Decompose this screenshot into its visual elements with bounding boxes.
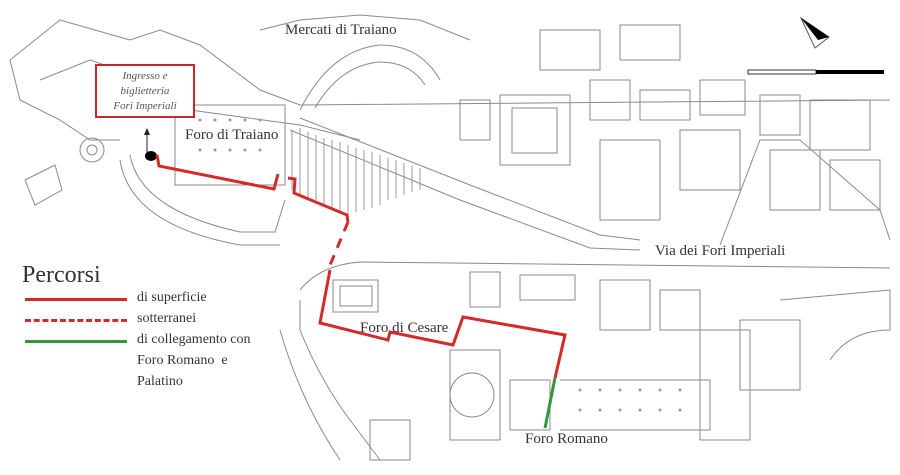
legend-item-link-cont-1: Foro Romano e	[22, 352, 312, 373]
label-foro-romano: Foro Romano	[525, 431, 608, 447]
legend-item-link-cont-2: Palatino	[22, 373, 312, 394]
legend-swatch-solid-green	[25, 340, 127, 343]
route-underground	[326, 221, 350, 271]
legend-label: di superficie	[137, 290, 207, 305]
label-mercati-di-traiano: Mercati di Traiano	[285, 22, 397, 38]
entrance-marker	[144, 128, 157, 161]
entrance-line-1: Ingresso e	[122, 70, 168, 82]
label-via-dei-fori-imperiali: Via dei Fori Imperiali	[655, 243, 786, 259]
entrance-line-3: Fori Imperiali	[113, 100, 177, 112]
scale-bar	[747, 69, 884, 75]
route-link-foro-romano	[543, 377, 557, 429]
label-foro-di-cesare: Foro di Cesare	[360, 320, 449, 336]
legend-label-cont-2: Palatino	[137, 374, 183, 389]
label-foro-di-traiano: Foro di Traiano	[185, 127, 279, 143]
legend-label-cont-1: Foro Romano e	[137, 353, 228, 368]
route-surface-cesare	[318, 269, 567, 379]
legend-swatch-dashed-red	[25, 319, 127, 322]
north-arrow-icon	[799, 16, 830, 49]
legend-swatch-solid-red	[25, 298, 127, 301]
route-surface-mercati	[287, 176, 350, 223]
entrance-ticket-box: Ingresso e biglietteria Fori Imperiali	[95, 64, 195, 118]
entrance-line-2: biglietteria	[120, 85, 170, 97]
legend: Percorsi di superficie sotterranei di co…	[22, 262, 312, 394]
legend-item-underground: sotterranei	[22, 310, 312, 331]
legend-item-link: di collegamento con	[22, 331, 312, 352]
legend-title: Percorsi	[22, 262, 101, 288]
legend-label: sotterranei	[137, 311, 197, 326]
legend-item-surface: di superficie	[22, 289, 312, 310]
legend-label: di collegamento con	[137, 332, 251, 347]
route-surface-traiano	[155, 154, 280, 191]
